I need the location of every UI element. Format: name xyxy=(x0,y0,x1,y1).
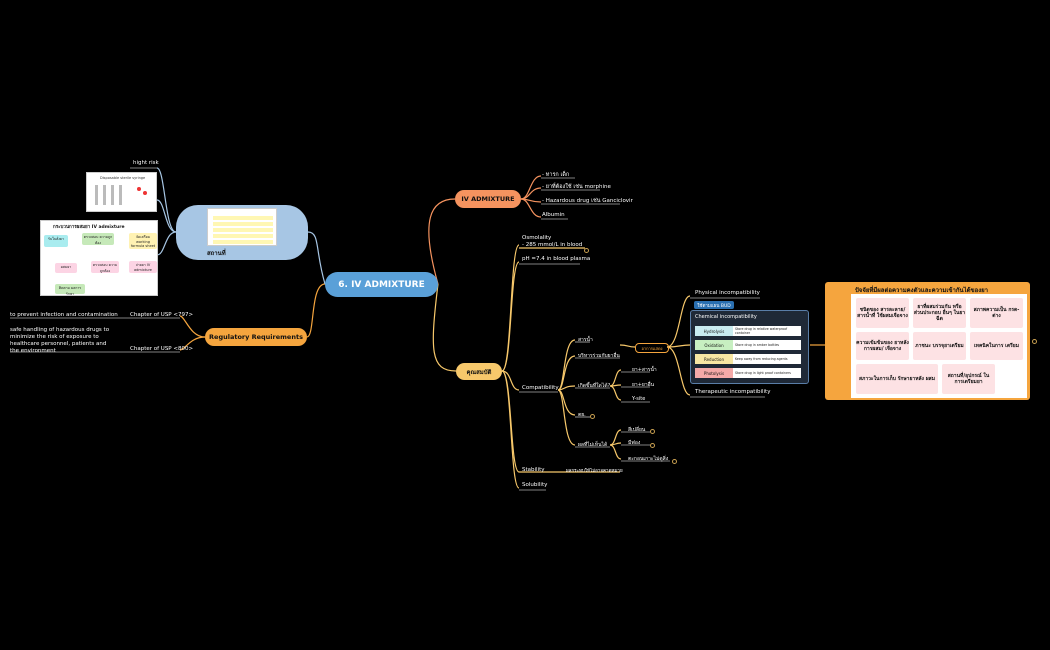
syringe-caption: Disposable sterile syringe xyxy=(100,176,146,180)
properties-node[interactable]: คุณสมบัติ xyxy=(456,363,502,380)
hight-risk-label: hight risk xyxy=(133,160,159,166)
note-marker-icon[interactable] xyxy=(590,414,595,419)
note-marker-icon[interactable] xyxy=(650,429,655,434)
compatibility-text: Compatibility xyxy=(522,385,559,391)
admixture-flow-image: กระบวนการผสมยา IV admixture รับใบสั่งยา … xyxy=(40,220,158,296)
usp797-text: to prevent infection and contamination xyxy=(10,312,118,318)
usp800-text: safe handling of hazardous drugs to mini… xyxy=(10,327,110,354)
where-text: เกิดขึ้นที่ใดได้? xyxy=(578,383,611,389)
usp800-label: Chapter of USP <800> xyxy=(130,346,194,352)
bud-badge[interactable]: ใช้ตามแผน BUD xyxy=(694,301,734,309)
syringe-image: Disposable sterile syringe xyxy=(86,172,157,212)
flow-box: จ่ายยา IV admixture xyxy=(129,261,157,273)
therapeutic-incompat-text: Therapeutic incompatibility xyxy=(695,389,771,395)
chemical-row-key: Photolysis xyxy=(695,368,733,378)
factor-cell: ยาที่ผสมร่วมกัน หรือส่วนประกอบ อื่นๆ ในย… xyxy=(913,298,966,328)
solubility-text: Solubility xyxy=(522,482,548,488)
where-item: Y-site xyxy=(632,396,646,402)
flow-title: กระบวนการผสมยา IV admixture xyxy=(53,225,125,230)
factor-cell: ชนิดของ สารละลาย/ สารน้ำที่ ใช้ผสมเจือจา… xyxy=(856,298,909,328)
example-text: ตย. xyxy=(578,412,586,418)
symptom-badge[interactable]: อาการแสดง xyxy=(635,343,669,353)
observe-item: มีฟอง xyxy=(628,440,641,446)
factor-cell: สภาพความเป็น กรด-ด่าง xyxy=(970,298,1023,328)
note-marker-icon[interactable] xyxy=(672,459,677,464)
stability-text: Stability xyxy=(522,467,545,473)
factor-cell: ภาชนะ บรรจุยาเตรียม xyxy=(913,332,966,360)
place-notes-image xyxy=(207,208,277,246)
where-item: ยา+ยาอื่น xyxy=(632,382,655,388)
flow-box: ผสมยา xyxy=(55,263,77,273)
regulatory-node[interactable]: Regulatory Requirements xyxy=(205,328,307,346)
stability-note: ผลกระทบให้ไม่อาจคาดหมาย xyxy=(566,469,623,474)
note-marker-icon[interactable] xyxy=(650,443,655,448)
where-item: ยา+สารน้ำ xyxy=(632,367,657,373)
factor-cell: เทคนิคในการ เตรียม xyxy=(970,332,1023,360)
chemical-row-key: Hydrolysis xyxy=(695,326,733,336)
chemical-row-value: Store drug in light proof containers xyxy=(733,368,801,378)
iv-admixture-node[interactable]: IV ADMIXTURE xyxy=(455,190,521,208)
chemical-row-value: Keep away from reducing agents xyxy=(733,354,801,364)
usp797-label: Chapter of USP <797> xyxy=(130,312,194,318)
flow-box: ติดตาม ผลการรักษา xyxy=(55,284,85,296)
water-text: สารน้ำ xyxy=(578,337,593,343)
note-marker-icon[interactable] xyxy=(1032,339,1037,344)
osmolality-text: Osmolality - 285 mmol/L in blood xyxy=(522,235,583,249)
flow-box: รับใบสั่งยา xyxy=(44,235,68,247)
factor-cell: ความเข้มข้นของ ยาหลังการผสม/ เจือจาง xyxy=(856,332,909,360)
ph-text: pH =7.4 in blood plasma xyxy=(522,256,591,262)
place-label: สถานที่ xyxy=(207,250,226,257)
flow-box: ตรวจสอบ ความถูกต้อง xyxy=(82,233,114,245)
flow-box: จัดเตรียม working formula sheet xyxy=(129,233,157,249)
note-marker-icon[interactable] xyxy=(584,248,589,253)
chemical-row-key: Oxidation xyxy=(695,340,733,350)
factor-cell: สภาวะในการเก็บ รักษายาหลัง ผสม xyxy=(856,364,938,394)
central-topic[interactable]: 6. IV ADMIXTURE xyxy=(325,272,438,297)
chemical-row-key: Reduction xyxy=(695,354,733,364)
chemical-row-value: Store drug in amber bottles xyxy=(733,340,801,350)
observe-item: ตะกอนเกาะไม่ดูสิ่ง xyxy=(628,456,669,462)
chemical-row-value: Store drug in relative waterproof contai… xyxy=(733,326,801,336)
observe-item: สีเปลี่ยน xyxy=(628,427,646,433)
observe-text: ผลที่ไม่เห็นได้ xyxy=(578,442,608,448)
admin-text: บริหารร่วมกับยาอื่น xyxy=(578,353,620,359)
iv-item: Albumin xyxy=(542,212,565,218)
chemical-incompat-title: Chemical incompatibility xyxy=(695,314,757,320)
iv-item: - ทารก เด็ก xyxy=(542,172,570,178)
factor-cell: สถานที่/อุปกรณ์ ในการเตรียมยา xyxy=(942,364,995,394)
physical-incompat-text: Physical incompatibility xyxy=(695,290,760,296)
stability-panel-title: ปัจจัยที่มีผลต่อความคงตัวและความเข้ากันไ… xyxy=(855,287,989,294)
flow-box: ตรวจสอบ ความถูกต้อง xyxy=(91,261,119,273)
iv-item: - Hazardous drug เช่น Ganciclovir xyxy=(542,198,633,204)
iv-item: - ยาที่ต้องใช้ เช่น morphine xyxy=(542,184,611,190)
